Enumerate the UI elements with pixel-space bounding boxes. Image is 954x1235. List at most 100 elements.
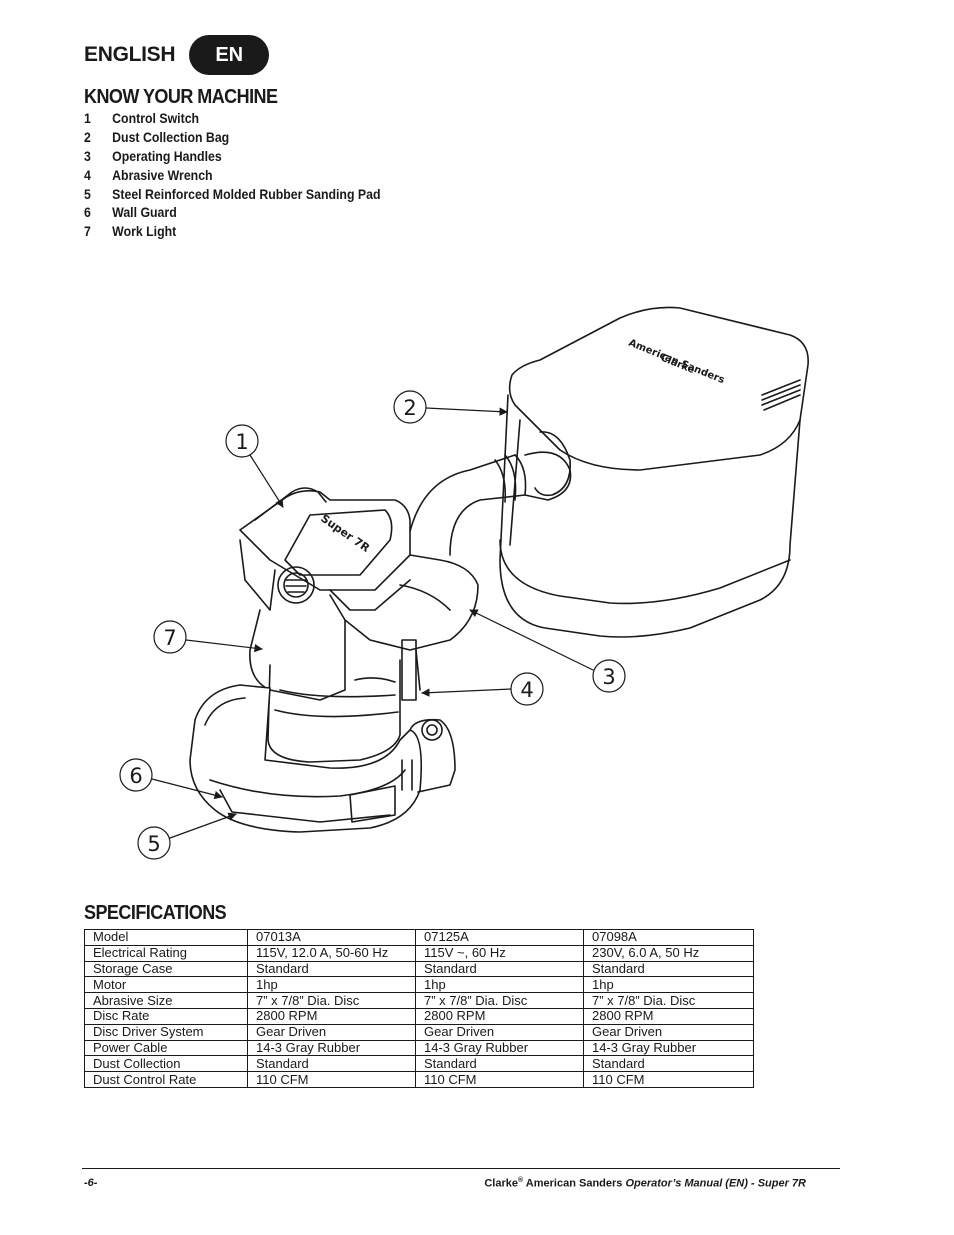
table-cell: Standard [583, 960, 754, 978]
table-cell: Electrical Rating [84, 944, 248, 962]
list-item: 3 Operating Handles [84, 147, 381, 166]
table-cell: 230V, 6.0 A, 50 Hz [583, 944, 754, 962]
motor-head-drawing: Super 7R [239, 487, 479, 651]
registered-mark: ® [517, 1177, 524, 1184]
part-label: Abrasive Wrench [112, 166, 213, 183]
table-cell: 2800 RPM [415, 1007, 584, 1025]
part-number: 5 [84, 185, 91, 202]
list-item: 6 Wall Guard [84, 203, 381, 222]
part-number: 7 [84, 223, 91, 240]
table-cell: 07013A [247, 929, 416, 946]
footer-divider [82, 1168, 840, 1169]
table-cell: Standard [415, 960, 584, 978]
table-cell: Dust Collection [84, 1055, 248, 1073]
part-number: 2 [84, 129, 91, 146]
table-cell: Standard [583, 1055, 754, 1073]
table-cell: 7” x 7/8” Dia. Disc [583, 992, 754, 1009]
callout-6-label: 6 [129, 764, 142, 788]
footer-brand: Clarke [484, 1177, 518, 1190]
part-number: 1 [84, 110, 91, 127]
table-cell: 1hp [415, 976, 584, 994]
table-cell: 7” x 7/8” Dia. Disc [247, 992, 416, 1009]
callout-5-label: 5 [147, 832, 160, 856]
table-cell: Storage Case [84, 960, 248, 978]
table-cell: Disc Driver System [84, 1023, 248, 1041]
table-cell: Abrasive Size [84, 992, 248, 1009]
part-number: 3 [84, 147, 91, 164]
dust-bag-drawing: Clarke American Sanders [499, 306, 809, 638]
table-cell: 1hp [247, 976, 416, 994]
table-cell: 07098A [583, 929, 754, 946]
callout-4-label: 4 [520, 678, 533, 702]
table-cell: 115V, 12.0 A, 50-60 Hz [247, 944, 416, 962]
callout-3-label: 3 [602, 665, 615, 689]
table-cell: 2800 RPM [583, 1007, 754, 1025]
specifications-title: SPECIFICATIONS [84, 902, 227, 924]
table-cell: Model [84, 929, 248, 946]
table-cell: Standard [415, 1055, 584, 1073]
list-item: 2 Dust Collection Bag [84, 128, 381, 147]
part-number: 4 [84, 166, 91, 183]
callout-2: 2 [393, 390, 508, 424]
machine-diagram: Clarke American Sanders Super 7R [119, 306, 809, 860]
table-cell: 14-3 Gray Rubber [247, 1039, 416, 1057]
table-cell: Standard [247, 1055, 416, 1073]
part-number: 6 [84, 204, 91, 221]
callout-7: 7 [153, 620, 263, 654]
callout-1: 1 [225, 424, 284, 508]
list-item: 1 Control Switch [84, 109, 381, 128]
list-item: 4 Abrasive Wrench [84, 165, 381, 184]
know-your-machine-title: KNOW YOUR MACHINE [84, 86, 278, 108]
table-cell: Dust Control Rate [84, 1071, 248, 1088]
table-cell: 14-3 Gray Rubber [583, 1039, 754, 1057]
part-label: Control Switch [112, 110, 200, 127]
parts-list: 1 Control Switch 2 Dust Collection Bag 3 Op… [84, 109, 421, 241]
part-label: Wall Guard [112, 204, 177, 221]
callout-5: 5 [137, 812, 237, 860]
language-header: ENGLISH EN [84, 35, 270, 75]
table-cell: Gear Driven [415, 1023, 584, 1041]
footer-manual: Operator’s Manual (EN) - Super 7R [625, 1177, 806, 1190]
part-label: Dust Collection Bag [112, 129, 230, 146]
dust-hose-drawing [407, 451, 572, 556]
language-label: ENGLISH [84, 43, 176, 66]
callout-6: 6 [119, 758, 223, 800]
table-cell: Motor [84, 976, 248, 994]
table-cell: Standard [247, 960, 416, 978]
page-number: -6- [84, 1177, 98, 1189]
table-cell: 115V ~, 60 Hz [415, 944, 584, 962]
language-badge: EN [189, 35, 270, 75]
table-cell: 07125A [415, 929, 584, 946]
callout-3: 3 [469, 609, 626, 693]
list-item: 7 Work Light [84, 222, 381, 241]
table-cell: 2800 RPM [247, 1007, 416, 1025]
sanding-pad-drawing [189, 684, 456, 833]
table-cell: 110 CFM [247, 1071, 416, 1088]
table-cell: Gear Driven [247, 1023, 416, 1041]
table-cell: Disc Rate [84, 1007, 248, 1025]
table-cell: 1hp [583, 976, 754, 994]
callout-2-label: 2 [403, 396, 416, 420]
table-cell: 14-3 Gray Rubber [415, 1039, 584, 1057]
part-label: Operating Handles [112, 147, 222, 164]
callout-7-label: 7 [163, 626, 176, 650]
table-cell: Power Cable [84, 1039, 248, 1057]
footer-manual-title: Clarke® American Sanders Operator’s Manu… [484, 1177, 806, 1190]
part-label: Work Light [112, 223, 177, 240]
gear-housing-drawing [249, 609, 421, 763]
table-cell: 7” x 7/8” Dia. Disc [415, 992, 584, 1009]
footer-company: American Sanders [525, 1177, 623, 1190]
table-cell: 110 CFM [415, 1071, 584, 1088]
